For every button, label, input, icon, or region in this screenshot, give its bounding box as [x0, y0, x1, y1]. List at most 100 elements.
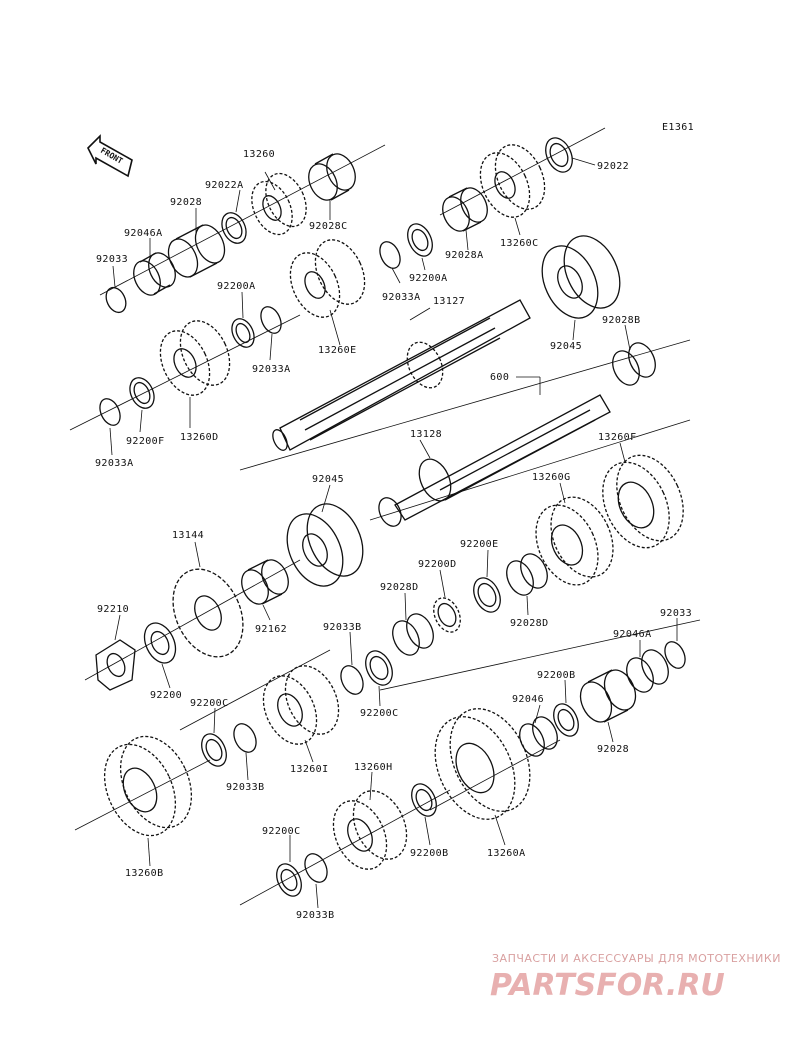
part-label[interactable]: 13144	[172, 530, 204, 541]
washer-92200B-right[interactable]	[549, 700, 583, 740]
nut-92210[interactable]	[95, 639, 136, 691]
gear-13260G[interactable]	[524, 487, 625, 595]
bush-92028-right[interactable]	[574, 665, 641, 727]
part-label[interactable]: 92028A	[445, 250, 484, 261]
part-label[interactable]: 13127	[433, 296, 465, 307]
part-label[interactable]: 92033	[660, 608, 692, 619]
washer-92200[interactable]	[138, 618, 181, 668]
part-label[interactable]: 13128	[410, 429, 442, 440]
part-label[interactable]: 92033B	[296, 910, 335, 921]
gear-13260I[interactable]	[253, 657, 349, 753]
part-label[interactable]: 92200D	[418, 559, 457, 570]
part-label[interactable]: 92046A	[613, 629, 652, 640]
part-label[interactable]: 92033B	[226, 782, 265, 793]
part-label[interactable]: 92028D	[510, 618, 549, 629]
part-label[interactable]: 92022A	[205, 180, 244, 191]
part-label[interactable]: 13260I	[290, 764, 329, 775]
part-label[interactable]: 92033A	[95, 458, 134, 469]
part-label[interactable]: 13260E	[318, 345, 357, 356]
part-label[interactable]: 92200B	[537, 670, 576, 681]
part-label[interactable]: 92028	[597, 744, 629, 755]
circlip-92033A-mid[interactable]	[257, 304, 285, 337]
gear-13260D[interactable]	[151, 313, 240, 403]
bush-92028A[interactable]	[438, 184, 493, 236]
needle-bearing-92046[interactable]	[515, 713, 562, 760]
washer-92200A-top[interactable]	[403, 220, 437, 260]
part-label[interactable]: 92028	[170, 197, 202, 208]
part-label[interactable]: 92200C	[190, 698, 229, 709]
part-label[interactable]: 13260D	[180, 432, 219, 443]
gear-13260F[interactable]	[590, 445, 696, 559]
circlip-92033A-low[interactable]	[96, 396, 124, 429]
part-label[interactable]: 92046A	[124, 228, 163, 239]
washer-92022[interactable]	[541, 134, 578, 177]
part-label[interactable]: 13260C	[500, 238, 539, 249]
washer-92200B-low[interactable]	[407, 780, 441, 820]
part-label[interactable]: 600	[490, 372, 509, 383]
circlip-92033-top[interactable]	[102, 284, 129, 315]
axis-lines	[69, 127, 701, 906]
ball-bearing-92045-top[interactable]	[531, 227, 630, 327]
part-label[interactable]: 92045	[312, 474, 344, 485]
washer-92200F[interactable]	[125, 374, 158, 412]
washer-92200C-mid[interactable]	[361, 647, 398, 690]
part-label[interactable]: 13260F	[598, 432, 637, 443]
bush-92028-top[interactable]	[163, 220, 230, 281]
part-label[interactable]: 92200E	[460, 539, 499, 550]
circlip-92033B-top[interactable]	[337, 662, 368, 698]
gear-13260B[interactable]	[91, 725, 206, 847]
part-label[interactable]: 92028C	[309, 221, 348, 232]
part-label[interactable]: 13260H	[354, 762, 393, 773]
part-label[interactable]: 13260G	[532, 472, 571, 483]
part-label[interactable]: 92033	[96, 254, 128, 265]
part-label[interactable]: 92200C	[262, 826, 301, 837]
input-shaft-13127[interactable]	[270, 299, 531, 453]
part-label[interactable]: 92200	[150, 690, 182, 701]
part-label[interactable]: 92033B	[323, 622, 362, 633]
part-label[interactable]: 92210	[97, 604, 129, 615]
needle-bearing-92046A-right[interactable]	[622, 646, 674, 697]
needle-bearing-92028D-left[interactable]	[388, 610, 439, 660]
part-label[interactable]: 92022	[597, 161, 629, 172]
part-label[interactable]: 92200F	[126, 436, 165, 447]
part-label[interactable]: 92200C	[360, 708, 399, 719]
part-label[interactable]: 13260	[243, 149, 275, 160]
gear-13260[interactable]	[244, 167, 314, 241]
washer-92200E[interactable]	[469, 574, 506, 617]
gear-13260A[interactable]	[420, 696, 546, 832]
washer-92022A[interactable]	[217, 209, 250, 247]
part-label[interactable]: 92200A	[217, 281, 256, 292]
washer-92200A-mid[interactable]	[228, 315, 259, 351]
collar-92162[interactable]	[237, 556, 294, 609]
part-label[interactable]: 13260A	[487, 848, 526, 859]
part-label[interactable]: 92162	[255, 624, 287, 635]
gear-13260C[interactable]	[471, 137, 555, 225]
part-label[interactable]: 92033A	[382, 292, 421, 303]
needle-bearing-92028D-right[interactable]	[502, 550, 553, 600]
part-label[interactable]: 13260B	[125, 868, 164, 879]
needle-bearing-92028C[interactable]	[303, 149, 361, 204]
output-shaft-13128[interactable]	[375, 394, 611, 530]
watermark-tagline: ЗАПЧАСТИ И АКСЕССУАРЫ ДЛЯ МОТОТЕХНИКИ	[492, 952, 781, 965]
circlip-92033B-low[interactable]	[301, 850, 332, 886]
washer-92200C-left[interactable]	[197, 730, 231, 770]
part-label[interactable]: 92045	[550, 341, 582, 352]
washer-92200C-low[interactable]	[272, 860, 306, 900]
needle-bearing-92046A-top[interactable]	[129, 249, 181, 300]
circlip-92033B-mid[interactable]	[230, 720, 261, 756]
circlip-92033-right[interactable]	[661, 639, 689, 672]
gear-13260H[interactable]	[323, 782, 417, 878]
part-label[interactable]: 92028D	[380, 582, 419, 593]
part-label[interactable]: 92028B	[602, 315, 641, 326]
part-label[interactable]: 92033A	[252, 364, 291, 375]
part-label[interactable]: 92200A	[409, 273, 448, 284]
bush-92028B[interactable]	[608, 339, 661, 390]
circlip-92033A-top[interactable]	[376, 239, 404, 272]
washer-92200D[interactable]	[429, 594, 466, 637]
part-label[interactable]: 92200B	[410, 848, 449, 859]
sprocket-13144[interactable]	[160, 558, 257, 668]
gear-13260E[interactable]	[281, 232, 375, 325]
ball-bearing-92045-mid[interactable]	[276, 495, 373, 595]
part-label[interactable]: 92046	[512, 694, 544, 705]
leader-lines	[109, 157, 678, 909]
